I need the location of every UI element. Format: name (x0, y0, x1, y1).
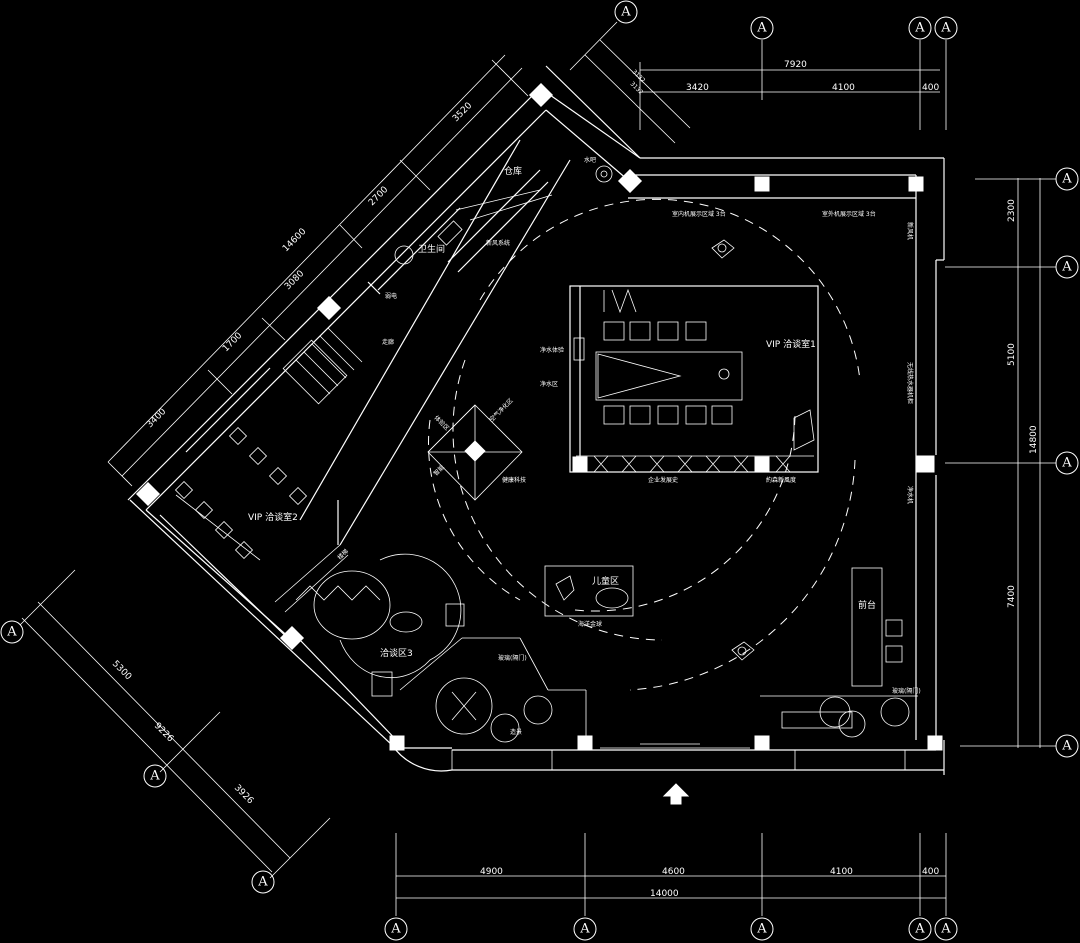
label-talk3: 洽谈区3 (380, 647, 413, 659)
label-glass-door-2: 玻璃(隔门) (892, 687, 921, 695)
room-labels: 仓库 水吧 卫生间 新风系统 弱电 走廊 VIP 洽谈室1 VIP 洽谈室2 洽… (248, 156, 921, 736)
label-right-wall-1: 新风机 (906, 222, 914, 240)
bottom-doors (600, 743, 750, 749)
axis-marker-top-2: A (750, 16, 774, 40)
label-air: 空气净化区 (488, 397, 515, 424)
dim-top-b: 4100 (832, 83, 855, 93)
axis-marker-right-3: A (1055, 451, 1079, 475)
axis-marker-right-1: A (1055, 167, 1079, 191)
axis-marker-right-4: A (1055, 734, 1079, 758)
label-indoor-display: 室内机展示区域 3台 (672, 210, 726, 218)
label-ball-pool: 海洋金球 (578, 620, 602, 628)
water-bar-fixture (595, 165, 613, 183)
dim-left-b: 2700 (367, 185, 390, 208)
label-window-exp: 体验区 (433, 414, 451, 432)
svg-text:A: A (1061, 172, 1072, 187)
svg-text:A: A (756, 922, 767, 937)
axis-marker-top-1: A (614, 0, 638, 24)
axis-marker-bottom-3: A (750, 917, 774, 941)
label-toilet: 卫生间 (418, 243, 445, 255)
svg-text:A: A (940, 21, 951, 36)
svg-text:A: A (914, 21, 925, 36)
label-warehouse: 仓库 (504, 165, 522, 177)
left-rooms (159, 139, 571, 697)
dim-left-a: 3520 (451, 101, 474, 124)
svg-text:A: A (579, 922, 590, 937)
dim-top-a: 3420 (686, 83, 709, 93)
axis-marker-left-2: A (143, 764, 167, 788)
kids-area (544, 565, 634, 617)
outer-walls (127, 65, 945, 775)
dim-left-e: 3400 (145, 407, 168, 430)
svg-text:A: A (149, 769, 160, 784)
svg-text:A: A (1061, 739, 1072, 754)
dim-left-c: 3080 (283, 269, 306, 292)
label-tech: 健康科技 (502, 476, 526, 484)
vip-room-1 (569, 285, 819, 473)
dim-right-b: 5100 (1007, 343, 1017, 366)
dimension-lines: 7920 3420 4100 400 3132 3132 2300 5100 7… (19, 21, 1056, 916)
dim-bottom-total: 14000 (650, 889, 679, 899)
axis-marker-top-3: A (908, 16, 932, 40)
dim-bottom-d: 400 (922, 867, 939, 877)
label-history: 企业发展史 (648, 476, 678, 484)
label-weak-room: 弱电 (385, 292, 397, 300)
label-outdoor-display: 室外机展示区域 3台 (822, 210, 876, 218)
entrance-arrow-icon (662, 783, 690, 805)
svg-text:A: A (1061, 456, 1072, 471)
svg-text:A: A (620, 5, 631, 20)
label-stair: 楼梯 (336, 547, 350, 561)
axis-marker-left-1: A (0, 620, 24, 644)
svg-text:A: A (390, 922, 401, 937)
circulation-path (428, 198, 861, 691)
axis-marker-bottom-2: A (573, 917, 597, 941)
dim-bottom-c: 4100 (830, 867, 853, 877)
svg-text:A: A (6, 625, 17, 640)
label-kids: 儿童区 (592, 575, 619, 587)
label-right-wall-3: 净水机 (906, 486, 914, 504)
dim-left-d: 1700 (221, 331, 244, 354)
dim-left-total: 14600 (281, 227, 309, 255)
axis-marker-left-3: A (251, 870, 275, 894)
label-vip1: VIP 洽谈室1 (766, 338, 816, 350)
label-new-wind-display: 約森新風度 (766, 476, 796, 484)
label-new-wind: 新风系统 (486, 239, 510, 247)
svg-text:A: A (257, 875, 268, 890)
label-smart: 智能 (432, 463, 446, 477)
axis-marker-bottom-5: A (934, 917, 958, 941)
label-water-bar: 水吧 (584, 156, 596, 164)
reception-area (760, 567, 918, 729)
label-right-wall-2: 无线热水器机柜 (906, 362, 914, 404)
dim-right-c: 7400 (1007, 585, 1017, 608)
label-purify: 净水区 (540, 380, 558, 388)
structural-columns (135, 82, 943, 751)
dim-right-a: 2300 (1007, 199, 1017, 222)
svg-text:A: A (1061, 260, 1072, 275)
dim-top-c: 400 (922, 83, 939, 93)
svg-text:A: A (914, 922, 925, 937)
dim-bottom-b: 4600 (662, 867, 685, 877)
dim-lower-total: 9226 (152, 721, 175, 744)
label-purify-machine: 净水体验 (540, 346, 564, 354)
svg-text:A: A (756, 21, 767, 36)
label-landscape: 造景 (510, 728, 522, 736)
axis-marker-right-2: A (1055, 255, 1079, 279)
dim-top-total: 7920 (784, 60, 807, 70)
svg-text:A: A (940, 922, 951, 937)
people-figures (711, 239, 755, 661)
dim-bottom-a: 4900 (480, 867, 503, 877)
axis-marker-bottom-4: A (908, 917, 932, 941)
landscape-planters (399, 637, 910, 743)
axis-marker-bottom-1: A (384, 917, 408, 941)
label-reception: 前台 (858, 599, 876, 611)
central-display (427, 404, 523, 501)
dim-right-total: 14800 (1029, 425, 1039, 454)
label-vip2: VIP 洽谈室2 (248, 511, 298, 523)
axis-marker-top-4: A (934, 16, 958, 40)
label-corridor: 走廊 (382, 338, 394, 346)
label-glass-door: 玻璃(隔门) (498, 654, 527, 662)
